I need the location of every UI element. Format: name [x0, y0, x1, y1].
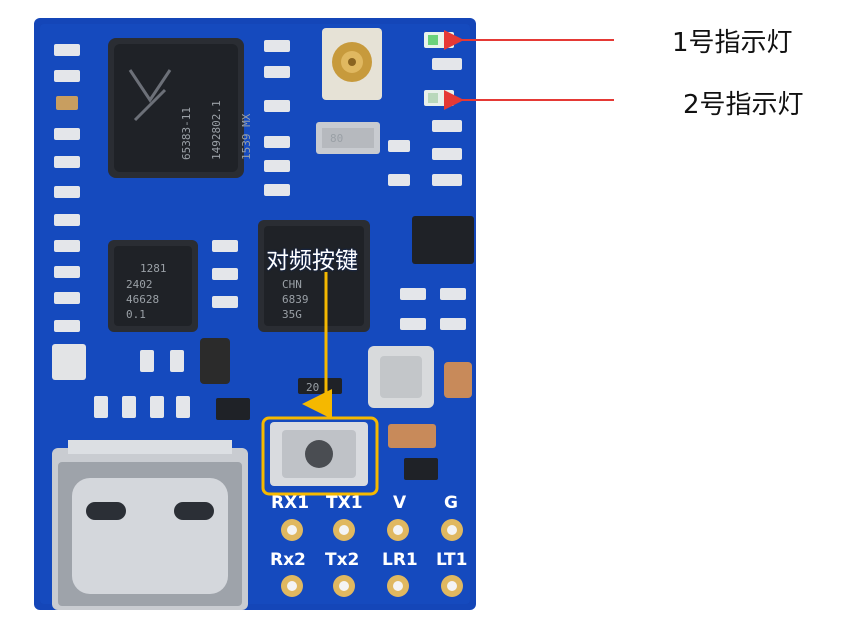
small-sot — [216, 398, 250, 420]
small-sot-2 — [404, 458, 438, 480]
pin-label-v: V — [393, 493, 407, 513]
chip-text-2: 1492802.1 — [210, 100, 223, 160]
resistor-20-text: 20 — [306, 381, 319, 394]
chip-text-1: 65383-11 — [180, 107, 193, 160]
center-chip-text-3: 35G — [282, 308, 302, 321]
main-chip: 65383-11 1492802.1 1539 MX — [108, 38, 253, 178]
left-chip: 1281 2402 46628 0.1 — [108, 240, 198, 332]
indicator-1-label: 1号指示灯 — [672, 28, 793, 58]
sensor — [52, 344, 86, 380]
freq-button-label: 对频按键 — [266, 248, 358, 274]
left-chip-text-3: 46628 — [126, 293, 159, 306]
passive-components — [54, 40, 466, 418]
pin-label-lt1: LT1 — [436, 550, 467, 570]
crystal-oscillator: 80 — [316, 122, 380, 154]
pin-label-tx1: TX1 — [326, 493, 363, 513]
center-chip-text-2: 6839 — [282, 293, 309, 306]
antenna-connector — [322, 28, 382, 100]
pin-label-g: G — [444, 493, 458, 513]
resistor-20 — [298, 378, 342, 394]
capacitor-orange-2 — [388, 424, 436, 448]
crystal-text: 80 — [330, 132, 343, 145]
usb-c-connector — [52, 440, 248, 610]
left-chip-text-2: 2402 — [126, 278, 153, 291]
chip-text-3: 1539 MX — [240, 113, 253, 160]
pin-label-rx2: Rx2 — [270, 550, 306, 570]
center-chip-text-1: CHN — [282, 278, 302, 291]
freq-pair-button[interactable] — [270, 422, 368, 486]
pin-label-lr1: LR1 — [382, 550, 418, 570]
transistor — [412, 216, 474, 264]
pin-label-rx1: RX1 — [271, 493, 309, 513]
indicator-2-label: 2号指示灯 — [683, 90, 804, 120]
pin-label-tx2: Tx2 — [325, 550, 359, 570]
capacitor-orange — [444, 362, 472, 398]
center-chip: CHN 6839 35G — [258, 220, 370, 332]
left-chip-text-4: 0.1 — [126, 308, 146, 321]
left-chip-text-1: 1281 — [140, 262, 167, 275]
solder-pads — [281, 519, 463, 597]
capacitor — [200, 338, 230, 384]
